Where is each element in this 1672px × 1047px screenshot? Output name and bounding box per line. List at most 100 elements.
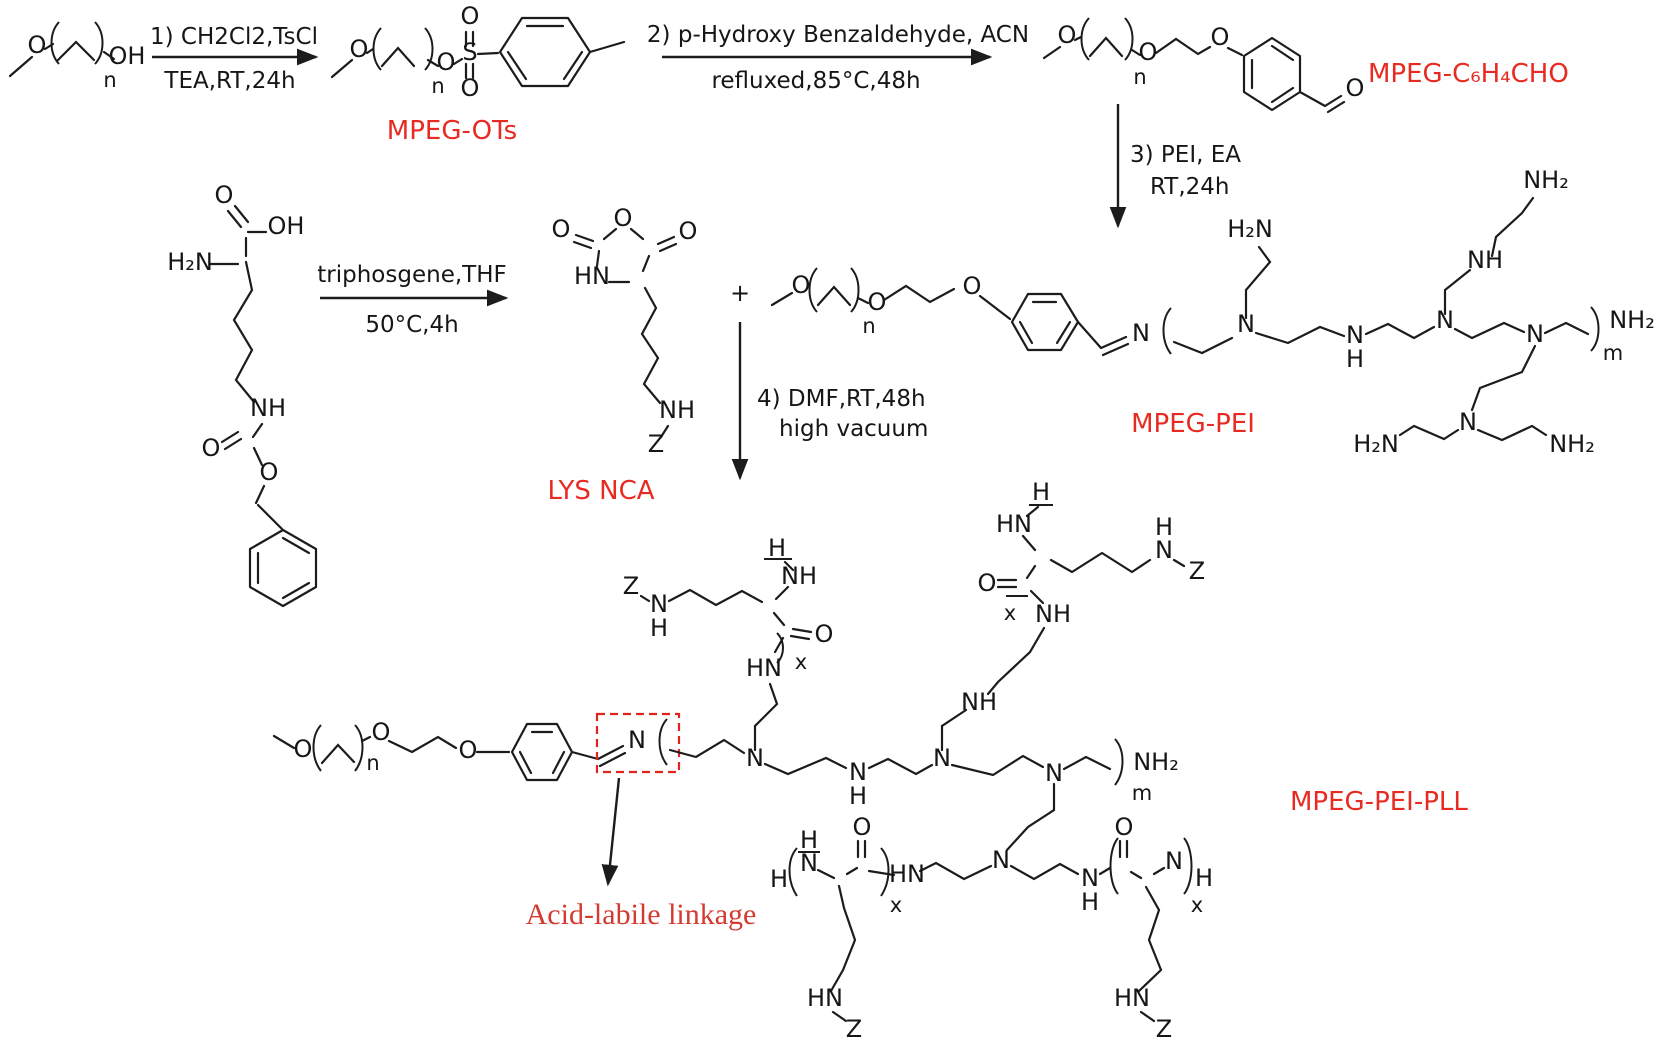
brackets <box>808 267 1600 355</box>
atom-n4: N <box>1459 408 1477 436</box>
atom-s: S <box>462 38 477 66</box>
atom-ul-n: N <box>650 590 668 618</box>
compound-label-lys-nca: LYS NCA <box>547 476 654 506</box>
atom-ur-o: O <box>978 569 997 597</box>
bonds <box>1042 35 1346 114</box>
atom-o3: O <box>963 272 982 300</box>
atom-o-bottom: O <box>461 74 480 102</box>
atom-n4: N <box>992 846 1010 874</box>
atom-ur-cap-h: H <box>1032 478 1050 506</box>
subscript-m: m <box>1132 781 1152 805</box>
atom-nh: NH <box>659 396 695 424</box>
atom-ur-n: N <box>1155 536 1173 564</box>
atom-bl-cap-h: H <box>770 865 788 893</box>
atom-h-amide: H <box>1081 888 1099 916</box>
compound-label-mpeg-cho: MPEG-C₆H₄CHO <box>1368 59 1569 89</box>
repeat-brackets <box>372 27 434 71</box>
subscript-n: n <box>862 314 875 338</box>
bracket-m <box>1114 738 1124 786</box>
ring-double-bonds <box>506 24 584 81</box>
step4-reagents: 4) DMF,RT,48h <box>757 386 926 412</box>
atom-o: O <box>28 31 47 59</box>
triphosgene-reagents: triphosgene,THF <box>317 262 506 288</box>
step1-conditions: TEA,RT,24h <box>163 68 295 94</box>
atom-o-ester: O <box>260 458 279 486</box>
atom-h-mid: H <box>1346 345 1364 373</box>
structure-z-lysine: O OH H₂N NH O O <box>167 181 318 608</box>
reaction-arrow-step1: 1) CH2Cl2,TsCl TEA,RT,24h <box>150 24 319 94</box>
bonds-peg <box>272 734 627 768</box>
atom-bl-n: N <box>800 849 818 877</box>
atom-br-hn: HN <box>1114 984 1150 1012</box>
atom-o1: O <box>294 735 313 763</box>
atom-hn-amide: HN <box>889 860 925 888</box>
step1-reagents: 1) CH2Cl2,TsCl <box>150 24 318 50</box>
atom-n2: N <box>1436 306 1454 334</box>
subscript-x1: x <box>795 650 807 674</box>
brackets-bottom-right-arm <box>1109 837 1193 895</box>
compound-label-mpeg-ots: MPEG-OTs <box>387 116 517 146</box>
compound-label-mpeg-pei-pll: MPEG-PEI-PLL <box>1290 787 1468 817</box>
bonds <box>572 227 678 439</box>
callout-arrow <box>601 777 621 887</box>
compound-label-mpeg-pei: MPEG-PEI <box>1131 409 1255 439</box>
atom-hn: HN <box>574 262 610 290</box>
bonds-upper-left-arm <box>639 560 813 654</box>
atom-br-h: H <box>1195 864 1213 892</box>
atom-o-aldehyde: O <box>1346 74 1365 102</box>
atom-n-mid: N <box>1346 321 1364 349</box>
atom-br-z: Z <box>1156 1015 1172 1043</box>
atom-nh-branch: NH <box>1467 246 1503 274</box>
atom-bl-h: H <box>800 826 818 854</box>
brackets-upper-right-arm <box>1006 504 1053 597</box>
atom-n-amide: N <box>1081 864 1099 892</box>
atom-n3: N <box>1045 759 1063 787</box>
atom-o-right: O <box>679 217 698 245</box>
atom-ur-z: Z <box>1189 557 1205 585</box>
subscript-n: n <box>1133 65 1146 89</box>
atom-ur-h: H <box>1155 513 1173 541</box>
structure-mpeg-oh: O OH n <box>8 21 146 92</box>
atom-ur-nh: NH <box>1035 600 1071 628</box>
subscript-n: n <box>103 68 116 92</box>
subscript-ur-x: x <box>1004 601 1016 625</box>
atom-o2: O <box>868 288 887 316</box>
atom-n1: N <box>1237 310 1255 338</box>
step4-conditions: high vacuum <box>779 416 928 442</box>
atom-oh: OH <box>268 212 305 240</box>
atom-ur-hn: HN <box>996 510 1032 538</box>
atom-nh: NH <box>250 394 286 422</box>
bonds-bottom-right-arm <box>1118 839 1166 1023</box>
atom-n-imine: N <box>1132 319 1150 347</box>
atom-o1: O <box>1058 21 1077 49</box>
acid-labile-callout: Acid-labile linkage <box>526 777 757 931</box>
repeat-brackets <box>1080 17 1134 61</box>
atom-o1: O <box>350 35 369 63</box>
acid-labile-label: Acid-labile linkage <box>526 898 757 931</box>
bonds <box>770 196 1590 442</box>
subscript-bl-x: x <box>890 893 902 917</box>
step3-conditions: RT,24h <box>1150 174 1230 200</box>
ring-double-bonds <box>518 730 566 775</box>
atom-br-n: N <box>1165 847 1183 875</box>
step3-reagents: 3) PEI, EA <box>1130 142 1241 168</box>
atom-o-acid: O <box>215 181 234 209</box>
structure-mpeg-pei-pll: O O n O N N HN x N H N NH N NH₂ m N HN N… <box>272 478 1468 1043</box>
ring-double-bonds <box>1018 300 1072 345</box>
brackets-bottom-left-arm <box>788 847 890 897</box>
atom-bl-hn: HN <box>807 984 843 1012</box>
reaction-arrow-step3: 3) PEI, EA RT,24h <box>1109 104 1241 229</box>
structure-mpeg-pei: O O n O N H₂N N N H N NH NH₂ N NH₂ m N H… <box>770 166 1655 458</box>
structure-mpeg-ots: O O n S O O MPEG-OTs <box>330 2 626 146</box>
bonds <box>8 40 116 78</box>
atom-n3: N <box>1526 320 1544 348</box>
atom-nh2-end: NH₂ <box>1609 306 1655 334</box>
atom-n-mid: N <box>849 758 867 786</box>
atom-nh2-end: NH₂ <box>1133 748 1179 776</box>
structure-lys-nca: O O O HN NH Z LYS NCA <box>547 204 697 506</box>
brackets-peg <box>312 718 668 772</box>
atom-oh: OH <box>109 42 146 70</box>
atom-n1: N <box>746 744 764 772</box>
benzyl-ring <box>248 528 318 608</box>
